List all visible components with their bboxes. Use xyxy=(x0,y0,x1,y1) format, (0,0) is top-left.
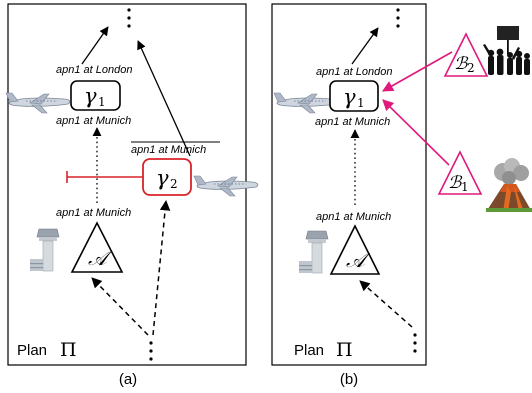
plan-symbol-a: Π xyxy=(60,339,77,361)
panel-b: apn1 at London γ 1 apn1 at Munich apn1 a… xyxy=(271,3,427,388)
continuation-dots-icon xyxy=(396,8,400,28)
b2-symbol: ℬ xyxy=(454,54,469,74)
b1-symbol: ℬ xyxy=(448,173,463,193)
continuation-dots-icon xyxy=(127,8,131,28)
b1-subscript: 1 xyxy=(461,180,469,194)
arrow-gamma1-to-top xyxy=(81,26,109,65)
dashed-arrow-to-agent xyxy=(359,280,413,328)
disruptions: ℬ 2 ℬ 1 xyxy=(382,26,532,212)
label-london: apn1 at London xyxy=(316,66,392,78)
disruption-b1-node xyxy=(437,150,483,195)
label-munich-b2: apn1 at Munich xyxy=(316,211,391,223)
gamma1-symbol: γ xyxy=(84,84,97,108)
airplane-icon xyxy=(273,92,339,114)
gamma1-node xyxy=(329,80,379,112)
panel-b-frame xyxy=(271,3,427,366)
disruption-b2-node xyxy=(443,32,489,77)
control-tower-icon xyxy=(299,230,329,274)
b2-subscript: 2 xyxy=(467,61,475,75)
control-tower-icon xyxy=(30,228,60,272)
label-london: apn1 at London xyxy=(56,64,132,76)
label-munich-a2: apn1 at Munich xyxy=(56,207,131,219)
label-munich-negated: apn1 at Munich xyxy=(131,144,206,156)
gamma1-subscript: 1 xyxy=(357,96,365,110)
plan-label-b: Plan xyxy=(294,342,324,359)
arrow-b1-to-gamma1 xyxy=(382,99,450,166)
dashed-arrow-to-agent xyxy=(91,277,149,336)
airplane-icon xyxy=(193,175,259,197)
continuation-dots-icon xyxy=(413,333,417,353)
protest-crowd-icon xyxy=(483,26,530,75)
agent-node xyxy=(70,221,124,273)
caption-b: (b) xyxy=(340,371,358,388)
label-munich-a1: apn1 at Munich xyxy=(56,115,131,127)
continuation-dots-icon xyxy=(149,341,153,361)
dashed-arrow-to-gamma2 xyxy=(152,199,171,336)
arrow-gamma1-to-top xyxy=(351,27,379,65)
airplane-icon xyxy=(5,92,71,114)
agent-node xyxy=(329,224,381,275)
label-munich-b1: apn1 at Munich xyxy=(315,116,390,128)
caption-a: (a) xyxy=(119,371,137,388)
gamma1-subscript: 1 xyxy=(98,95,106,109)
gamma1-node xyxy=(70,80,121,111)
plan-label-a: Plan xyxy=(17,342,47,359)
gamma2-node xyxy=(142,158,192,196)
gamma1-symbol: γ xyxy=(343,85,356,109)
arrow-gamma2-to-top xyxy=(137,40,191,157)
volcano-icon xyxy=(486,158,532,212)
gamma2-subscript: 2 xyxy=(170,177,178,191)
arrow-b2-to-gamma1 xyxy=(382,51,453,92)
plan-symbol-b: Π xyxy=(336,339,353,361)
panel-a: apn1 at London γ 1 apn1 at Munich apn1 a… xyxy=(5,3,259,388)
gamma2-symbol: γ xyxy=(156,166,169,190)
